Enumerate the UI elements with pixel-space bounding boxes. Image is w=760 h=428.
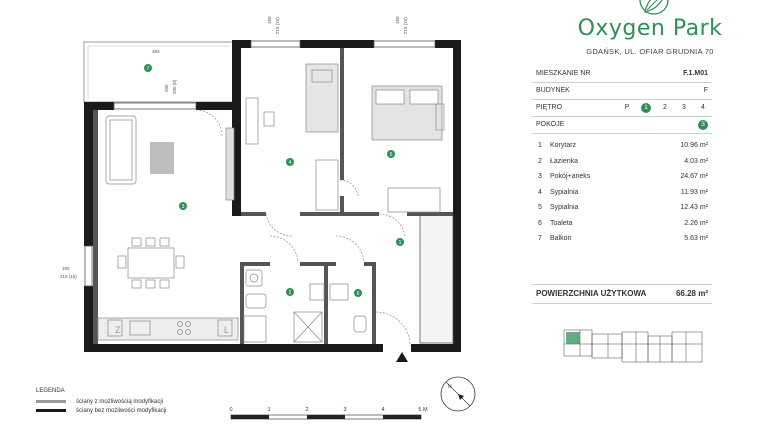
dim-balcony-width: 383 xyxy=(152,49,160,54)
building-label: BUDYNEK xyxy=(536,87,570,94)
room-marker-7: 7 xyxy=(147,66,150,72)
room-number: 3 xyxy=(538,173,542,180)
info-row-floor: PIĘTRO P 1 2 3 4 xyxy=(532,100,712,117)
floor-option-3[interactable]: 3 xyxy=(682,104,686,111)
list-item: 7 Balkon 5.63 m² xyxy=(532,231,712,247)
scale-tick-5: 5 M xyxy=(418,407,428,413)
room-area: 4.03 m² xyxy=(684,157,708,165)
floor-option-p[interactable]: P xyxy=(624,104,630,111)
floor-label: PIĘTRO xyxy=(536,104,563,111)
legend-label: ściany z możliwością modyfikacji xyxy=(76,398,164,405)
room-name: Balkon xyxy=(550,235,572,242)
room-markers: 1 2 3 4 5 6 7 xyxy=(144,64,404,297)
rooms-label: POKOJE xyxy=(536,121,565,128)
dim-balcony-depth-a: 390 xyxy=(164,84,169,92)
dim-window-c-top: 150 xyxy=(62,266,70,271)
brand-address: GDAŃSK, UL. OFIAR GRUDNIA 70 xyxy=(586,47,714,56)
list-item: 4 Sypialnia 11.93 m² xyxy=(532,185,712,201)
brand: Oxygen Park GDAŃSK, UL. OFIAR GRUDNIA 70 xyxy=(555,0,745,56)
appliance-letter-z: Z xyxy=(115,325,121,335)
room-marker-3: 3 xyxy=(182,204,185,210)
entrance-arrow-icon xyxy=(396,352,408,362)
list-item: 3 Pokój+aneks 24.67 m² xyxy=(532,169,712,185)
room-name: Pokój+aneks xyxy=(550,173,591,180)
inner-walls xyxy=(93,48,453,344)
dim-window-b-bottom: 215 (15) xyxy=(403,17,408,34)
info-row-building: BUDYNEK F xyxy=(532,83,712,100)
room-number: 4 xyxy=(538,188,542,196)
total-area: POWIERZCHNIA UŻYTKOWA 66.28 m² xyxy=(532,284,712,304)
floor-option-4[interactable]: 4 xyxy=(701,104,705,111)
room-marker-5: 5 xyxy=(390,152,393,158)
scale-tick-2: 2 xyxy=(305,407,308,413)
floor-plan: Z L 383 390 200 (0) 160 215 (15) 160 215… xyxy=(60,16,461,362)
rooms-count-badge: 3 xyxy=(698,120,708,130)
room-number: 1 xyxy=(538,142,542,149)
brand-name: Oxygen Park xyxy=(577,16,723,41)
room-marker-2: 2 xyxy=(289,290,292,296)
info-row-rooms: POKOJE 3 xyxy=(532,117,712,134)
room-name: Toaleta xyxy=(550,219,573,227)
appliance-letter-l: L xyxy=(224,325,229,335)
floor-option-1[interactable]: 1 xyxy=(641,103,651,113)
room-area: 5.63 m² xyxy=(684,235,708,242)
room-marker-1: 1 xyxy=(399,240,402,246)
outer-walls xyxy=(84,40,461,352)
legend-label: ściany bez możliwości modyfikacji xyxy=(76,407,167,414)
room-number: 7 xyxy=(538,235,542,242)
legend: LEGENDA ściany z możliwością modyfikacji… xyxy=(36,388,166,415)
floor-option-2[interactable]: 2 xyxy=(663,104,667,111)
list-item: 1 Korytarz 10.96 m² xyxy=(532,138,712,154)
dim-window-a-bottom: 215 (15) xyxy=(275,17,280,34)
list-item: 2 Łazienka 4.03 m² xyxy=(532,154,712,170)
doors xyxy=(195,109,411,347)
room-name: Korytarz xyxy=(550,142,577,149)
legend-title: LEGENDA xyxy=(36,388,65,394)
scale-tick-3: 3 xyxy=(343,407,346,413)
room-area: 11.93 m² xyxy=(680,188,708,196)
north-compass-icon: N xyxy=(440,376,476,412)
dim-window-a-top: 160 xyxy=(267,16,272,24)
scale-tick-1: 1 xyxy=(267,407,270,413)
room-marker-6: 6 xyxy=(357,291,360,297)
room-marker-4: 4 xyxy=(289,160,292,166)
list-item: 5 Sypialnia 12.43 m² xyxy=(532,200,712,216)
room-area: 10.96 m² xyxy=(680,142,708,149)
rooms-list: 1 Korytarz 10.96 m² 2 Łazienka 4.03 m² 3 Pokó… xyxy=(532,138,712,247)
legend-swatch-modifiable xyxy=(36,400,66,403)
legend-swatch-fixed xyxy=(36,409,66,412)
dim-window-b-top: 160 xyxy=(395,16,400,24)
apartment-value: F.1.M01 xyxy=(683,70,708,77)
room-name: Łazienka xyxy=(550,157,579,165)
scale-tick-0: 0 xyxy=(229,407,232,413)
selected-apartment-highlight xyxy=(566,332,580,344)
dim-window-c-bottom: 215 (15) xyxy=(60,274,77,279)
furniture xyxy=(97,63,445,343)
room-area: 12.43 m² xyxy=(680,204,708,211)
floor-selector: P 1 2 3 4 xyxy=(622,100,708,116)
total-area-value: 66.28 m² xyxy=(675,289,708,298)
svg-text:N: N xyxy=(448,384,452,390)
room-number: 5 xyxy=(538,204,542,211)
room-name: Sypialnia xyxy=(550,204,579,211)
list-item: 6 Toaleta 2.26 m² xyxy=(532,216,712,232)
info-row-apartment: MIESZKANIE NR F.1.M01 xyxy=(532,66,712,83)
building-value: F xyxy=(703,87,708,94)
windows xyxy=(84,40,454,344)
apartment-label: MIESZKANIE NR xyxy=(536,70,591,77)
legend-item: ściany z możliwością modyfikacji xyxy=(36,397,166,406)
room-number: 6 xyxy=(538,219,542,227)
room-name: Sypialnia xyxy=(550,188,579,196)
room-number: 2 xyxy=(538,157,542,165)
total-area-label: POWIERZCHNIA UŻYTKOWA xyxy=(536,289,647,298)
scale-tick-4: 4 xyxy=(381,407,384,413)
legend-item: ściany bez możliwości modyfikacji xyxy=(36,406,166,415)
building-key-map xyxy=(563,329,703,363)
room-area: 2.26 m² xyxy=(684,219,708,227)
dim-balcony-depth-b: 200 (0) xyxy=(172,79,177,94)
apartment-info: MIESZKANIE NR F.1.M01 BUDYNEK F PIĘTRO P… xyxy=(532,66,712,134)
leaf-logo-icon xyxy=(639,0,669,15)
scale-bar: 0 1 2 3 4 5 M xyxy=(229,407,428,420)
room-area: 24.67 m² xyxy=(680,173,708,180)
